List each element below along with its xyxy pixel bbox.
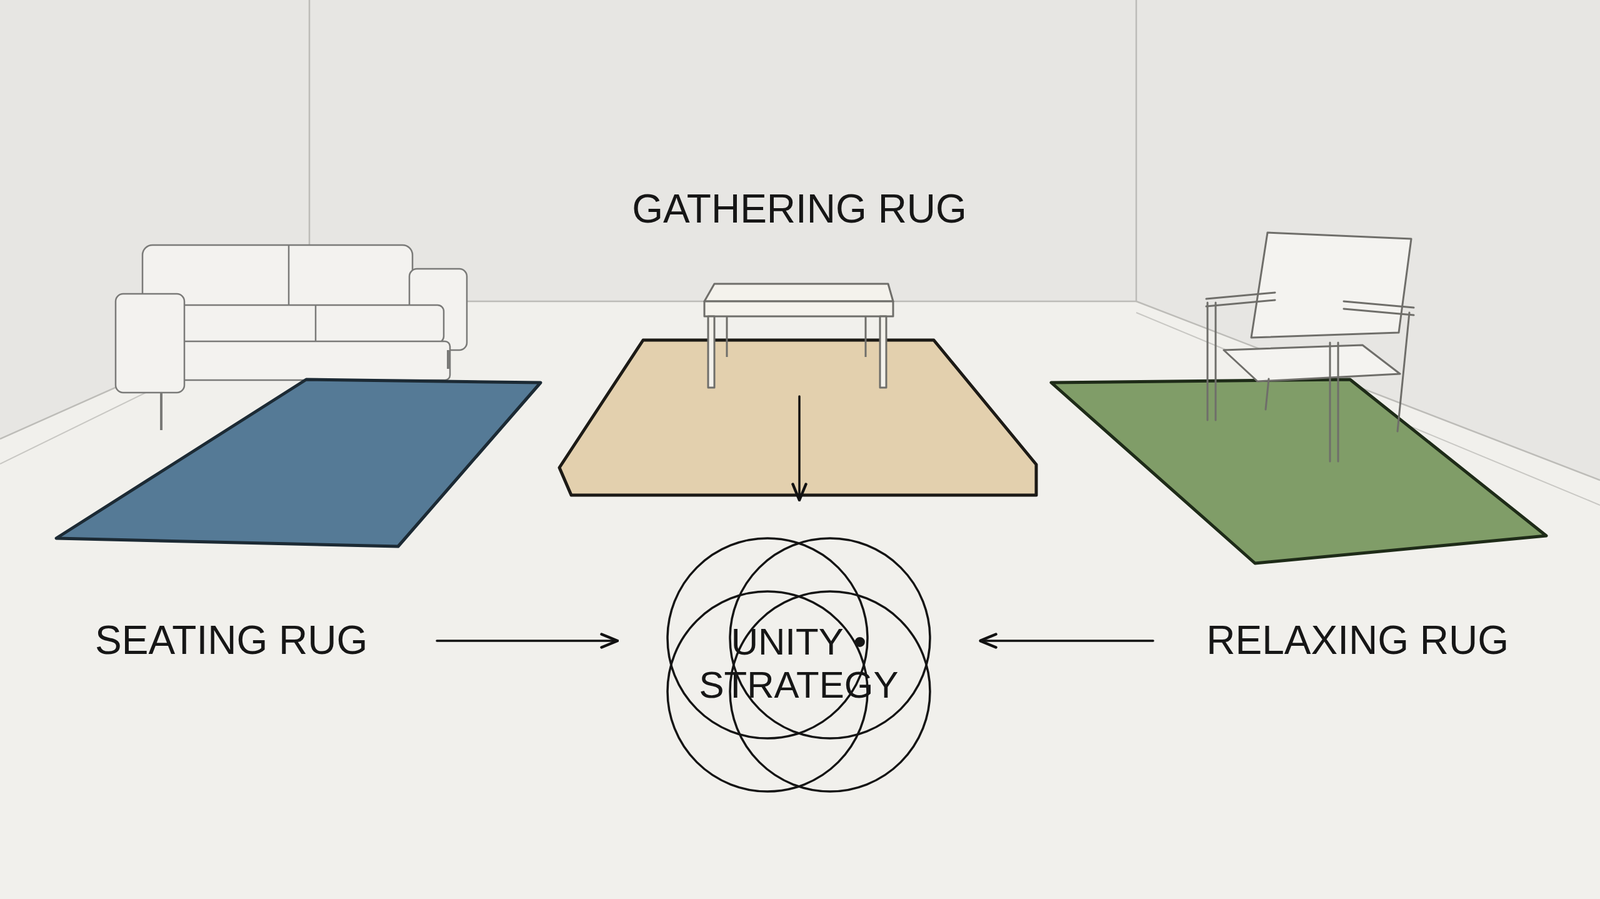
sofa-leg [160, 392, 163, 430]
floor-fill [0, 301, 1600, 899]
chair-leg [1329, 342, 1332, 462]
chair-leg [1337, 342, 1340, 462]
rug-node: GATHERING RUG [611, 186, 987, 397]
sofa-seam [315, 305, 317, 343]
chair-leg [1206, 302, 1209, 420]
table-leg [726, 316, 729, 357]
arrow-connector [436, 639, 618, 642]
sofa-cushion [178, 305, 444, 343]
blue-rug [56, 379, 541, 547]
table-drawing [704, 283, 894, 388]
wall-corner-line [1135, 0, 1138, 302]
unity-loops [617, 500, 980, 827]
unity-circle-node: UNITY • STRATEGY [617, 500, 980, 827]
rug-label: GATHERING RUG [631, 186, 967, 233]
table-leg [880, 316, 887, 388]
chair-leg [1397, 312, 1410, 432]
sofa-leg [446, 350, 450, 369]
chair-arm [1343, 301, 1414, 308]
arrow-connector [798, 396, 801, 500]
chair-leg [1215, 302, 1217, 420]
sofa-arm [115, 293, 185, 393]
table-top [704, 283, 894, 302]
rug-label: SEATING RUG [95, 617, 368, 664]
chair-arm [1343, 308, 1414, 315]
rugs [56, 340, 1547, 564]
arrow-connector [980, 639, 1154, 642]
chair-seat [1223, 345, 1400, 382]
unity-label: UNITY • STRATEGY [692, 620, 905, 707]
sofa-base [168, 341, 450, 380]
rug-label: RELAXING RUG [1206, 617, 1509, 664]
rug-node: SEATING RUG [87, 615, 437, 666]
table-leg [708, 316, 715, 388]
table-leg [865, 316, 867, 357]
chair-arm [1206, 292, 1275, 299]
chair-back [1251, 232, 1412, 338]
green-rug [1051, 379, 1547, 564]
armchair-drawing [1206, 232, 1414, 462]
chair-leg [1265, 378, 1269, 410]
table-edge [704, 301, 894, 317]
rug-node: RELAXING RUG [1153, 615, 1525, 666]
beige-rug [559, 340, 1037, 495]
